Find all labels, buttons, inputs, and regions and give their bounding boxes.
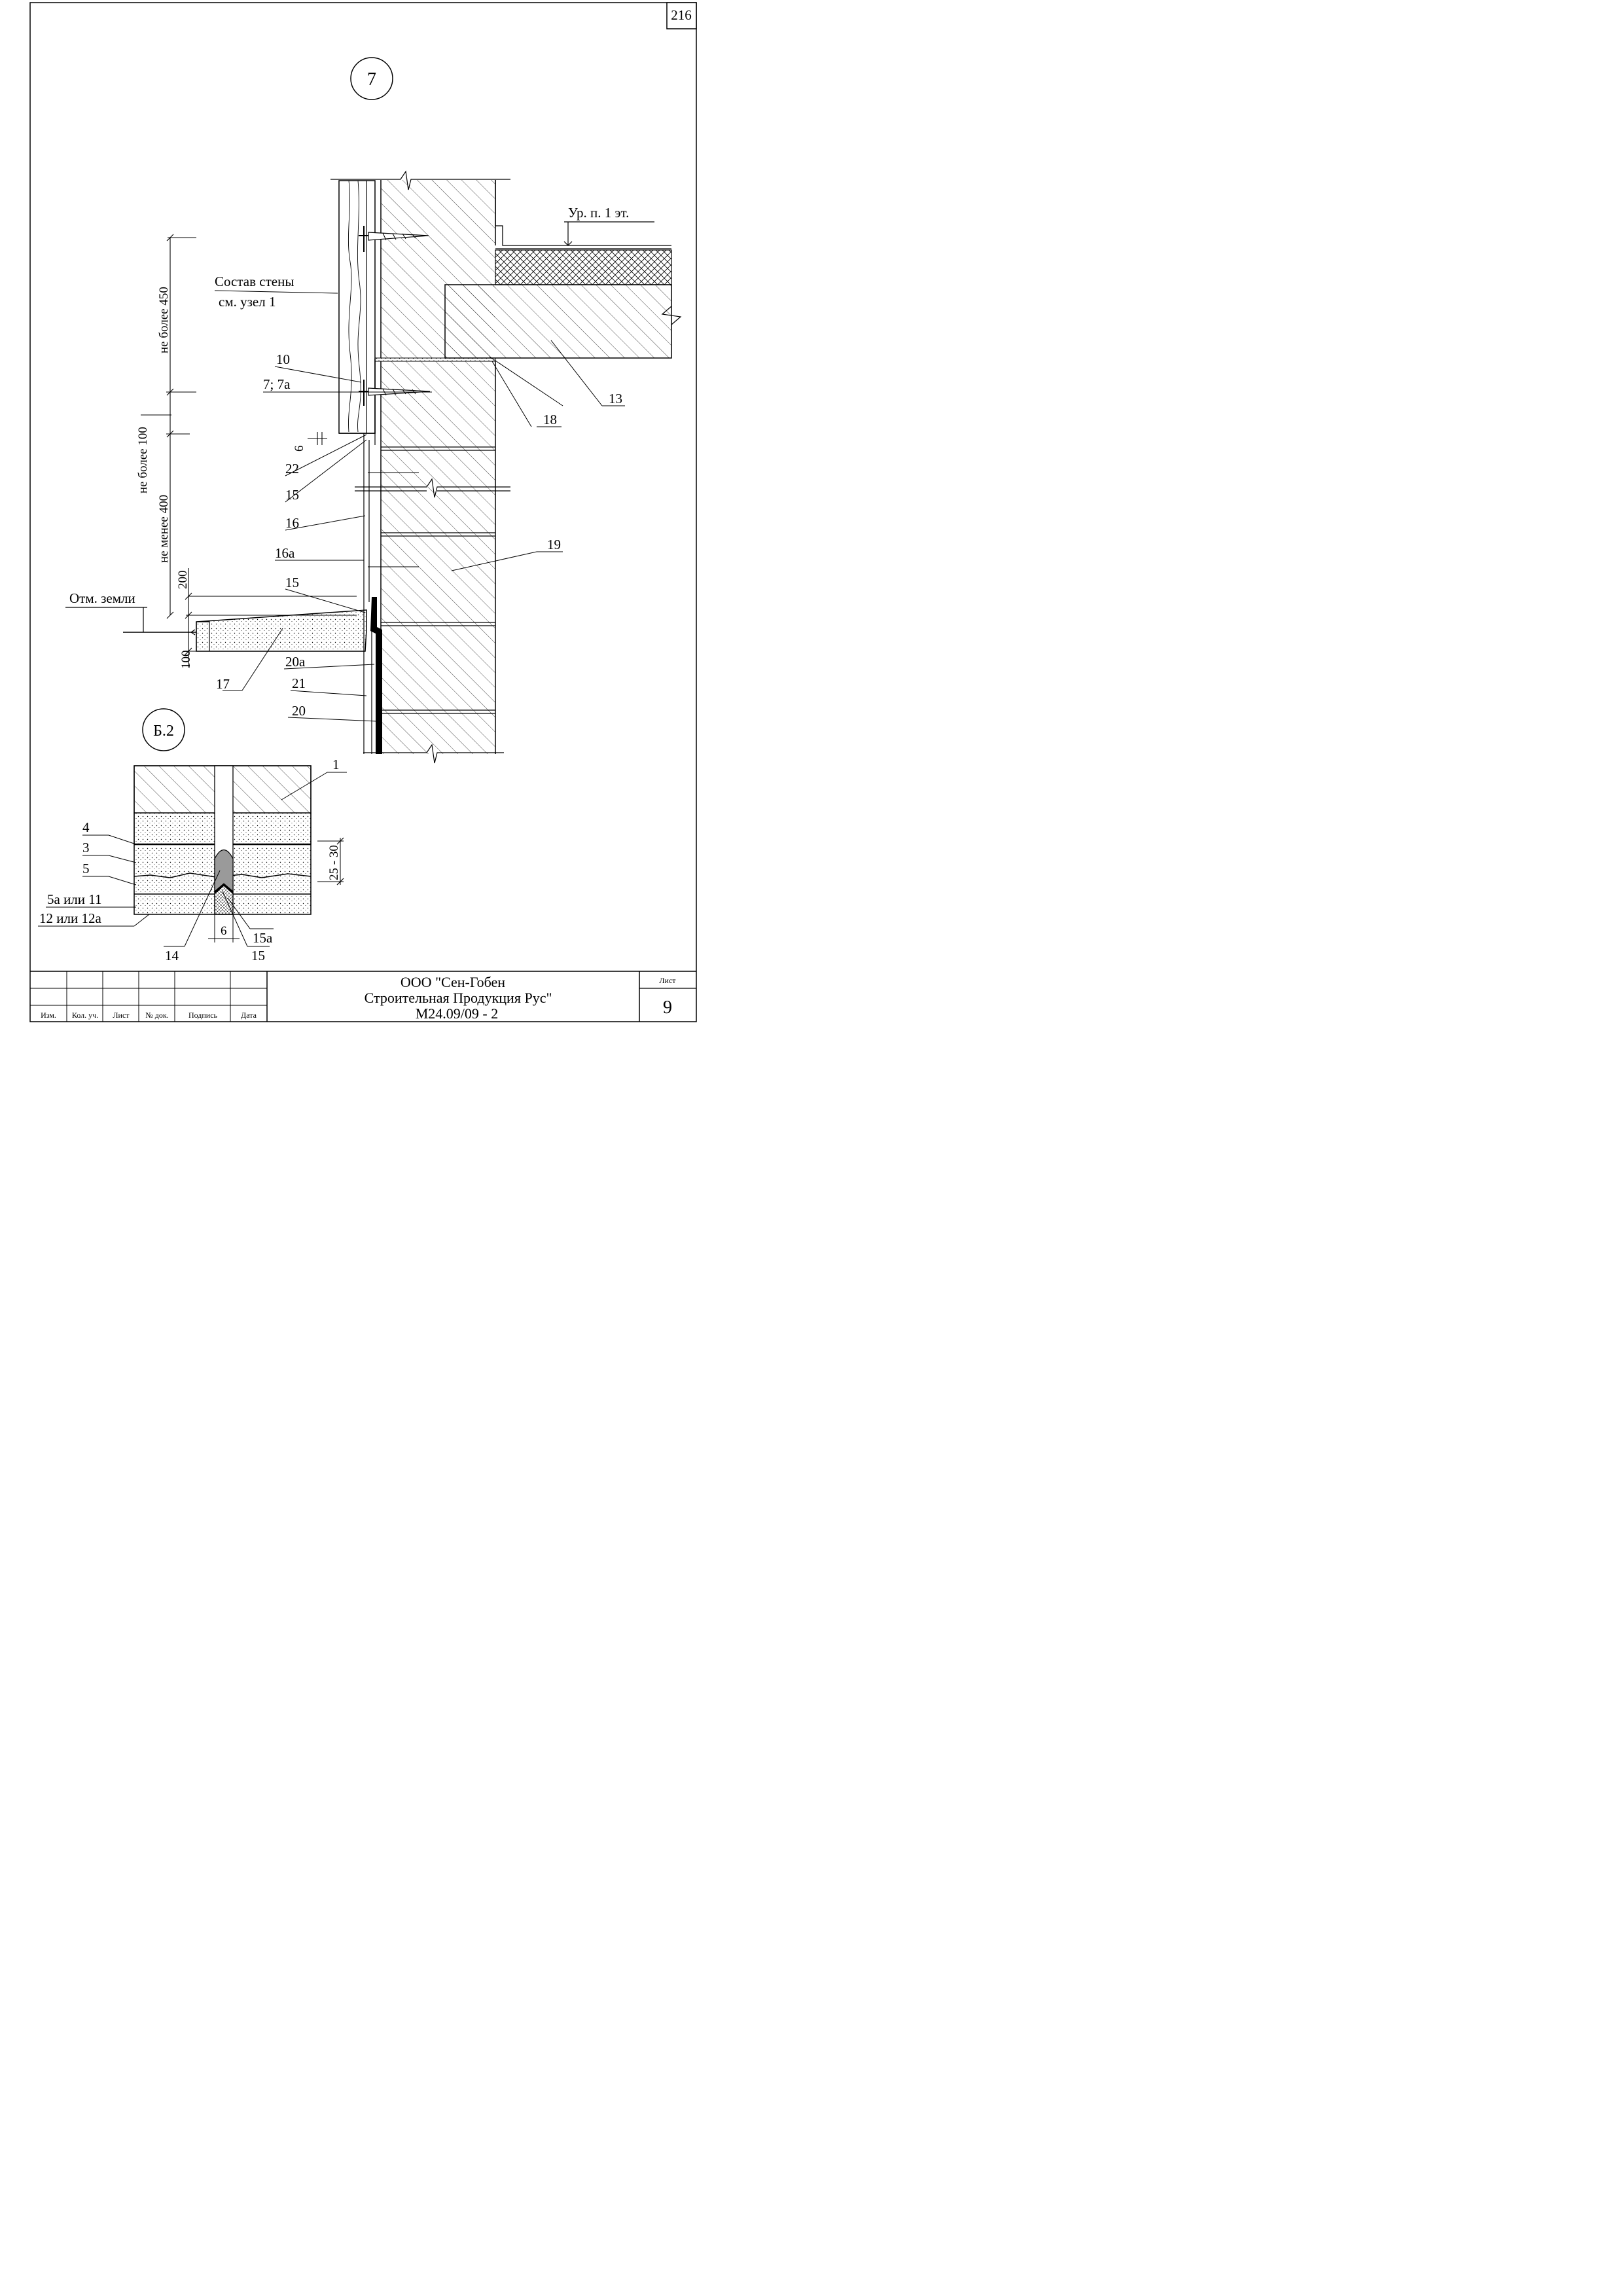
callout-7-7a: 7; 7а [263,376,291,392]
callout-10: 10 [276,351,290,367]
dim-min-400: не менее 400 [157,495,171,563]
title-block: Изм. Кол. уч. Лист № док. Подпись Дата О… [30,971,696,1022]
detail-mark: Б.2 [153,723,174,740]
tb-company-line1: ООО "Сен-Гобен [401,974,505,990]
dim-6-bottom: 6 [221,924,227,938]
detail-callout-5a: 5а или 11 [47,891,102,907]
floor-level-label: Ур. п. 1 эт. [568,205,629,221]
tb-company-line2: Строительная Продукция Рус" [365,990,552,1006]
node-marker: 7 [350,57,393,100]
callout-17: 17 [216,676,230,692]
dim-25-30: 25 - 30 [327,845,341,880]
dim-100: 100 [179,651,193,670]
callout-19: 19 [547,537,561,552]
floor-insulation [495,249,672,285]
tb-col-kol: Кол. уч. [72,1011,98,1020]
detail-callout-15a: 15а [253,930,273,946]
dim-200: 200 [176,571,190,590]
dim-max-100: не более 100 [136,427,150,493]
detail-callout-4: 4 [82,819,90,835]
drawing-sheet: 21 6 7 [29,2,697,1022]
tb-col-izm: Изм. [41,1011,56,1020]
dimension-lines [141,234,357,668]
callout-13: 13 [609,391,622,406]
ground-level-label: Отм. земли [69,590,135,606]
callout-18: 18 [543,412,557,427]
floor-slab-13 [444,284,672,359]
tb-col-doc: № док. [145,1011,168,1020]
ground-level-mark: Отм. земли [65,590,147,632]
dim-max-450: не более 450 [157,287,171,353]
frame: 21 6 [29,2,697,1022]
detail-callout-5: 5 [82,861,90,876]
detail-callout-3: 3 [82,840,90,855]
callout-21: 21 [292,675,306,691]
sheet-number-top: 216 [671,7,692,23]
wall-note-line1: Состав стены [215,274,294,289]
callouts [223,340,625,722]
dim-6-top: 6 [293,446,306,452]
callout-15-upper: 15 [285,487,299,503]
tb-col-list: Лист [113,1011,130,1020]
floor-level-mark: Ур. п. 1 эт. [563,205,654,246]
detail-callout-14: 14 [165,948,179,963]
callout-16: 16 [285,515,299,531]
callout-15-lower: 15 [285,575,299,590]
callout-20: 20 [292,703,306,719]
callout-16a: 16а [275,545,295,561]
tb-col-date: Дата [241,1011,257,1020]
callout-20a: 20а [285,654,306,670]
callout-22: 22 [285,461,299,476]
main-section: Ур. п. 1 эт. Отм. земли Состав стены см.… [65,170,682,764]
tb-sheet-number: 9 [663,997,672,1018]
tb-doc-code: М24.09/09 - 2 [416,1005,499,1022]
detail-b2: Б.2 25 - 30 6 [38,708,347,963]
anchor-upper [359,226,429,252]
node-number: 7 [367,69,376,90]
tb-col-sign: Подпись [188,1011,218,1020]
detail-callout-15: 15 [251,948,265,963]
detail-callout-1: 1 [332,757,340,772]
waterproof-strip [370,597,382,754]
tb-sheet-label: Лист [659,976,676,985]
detail-callout-12: 12 или 12а [39,910,101,926]
lower-wall-19 [381,361,495,754]
sealant-14 [214,849,234,893]
wall-note-line2: см. узел 1 [219,294,276,310]
